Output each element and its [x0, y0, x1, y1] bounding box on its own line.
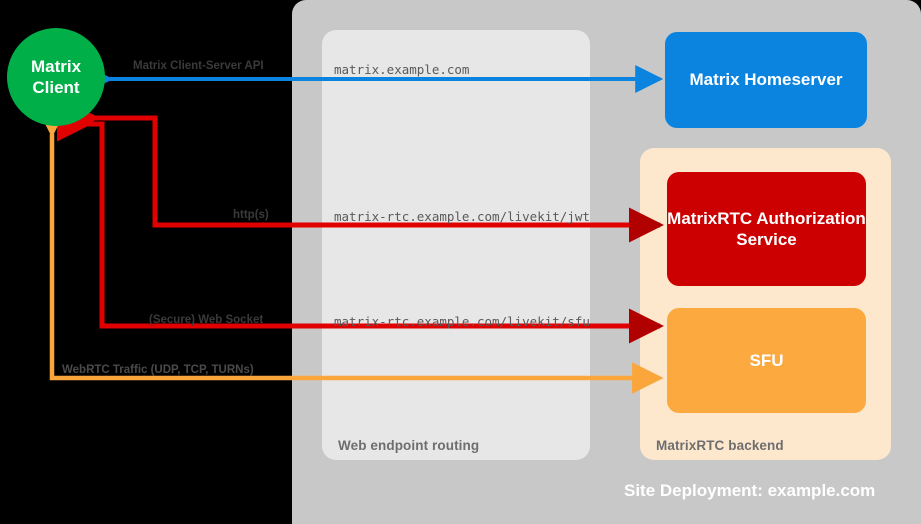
matrix-homeserver-label: Matrix Homeserver — [689, 70, 843, 90]
edge-label-websocket: (Secure) Web Socket — [149, 314, 264, 326]
edge-label-https: http(s) — [233, 209, 269, 221]
edge-label-cs-api: Matrix Client-Server API — [133, 60, 264, 72]
web-endpoint-routing-panel — [322, 30, 590, 460]
node-matrix-client[interactable]: Matrix Client — [7, 28, 105, 126]
sfu-label: SFU — [749, 350, 784, 370]
matrix-client-label-line1: Matrix — [30, 56, 82, 76]
matrix-client-label-line2: Client — [32, 78, 80, 97]
site-deployment-caption: Site Deployment: example.com — [624, 481, 876, 500]
node-sfu[interactable]: SFU — [667, 308, 866, 413]
panel-caption-matrixrtc-backend: MatrixRTC backend — [656, 438, 784, 453]
matrixrtc-authorization-service-label: MatrixRTC Authorization Service — [667, 208, 866, 249]
panel-caption-web-endpoint-routing: Web endpoint routing — [338, 438, 480, 453]
route-label-livekit-sfu: matrix-rtc.example.com/livekit/sfu — [334, 314, 590, 329]
node-matrixrtc-authorization-service[interactable]: MatrixRTC Authorization Service — [667, 172, 866, 286]
route-label-livekit-jwt: matrix-rtc.example.com/livekit/jwt — [334, 209, 590, 224]
node-matrix-homeserver[interactable]: Matrix Homeserver — [665, 32, 867, 128]
route-label-matrix-example-com: matrix.example.com — [334, 62, 470, 77]
edge-label-webrtc: WebRTC Traffic (UDP, TCP, TURNs) — [62, 364, 254, 376]
